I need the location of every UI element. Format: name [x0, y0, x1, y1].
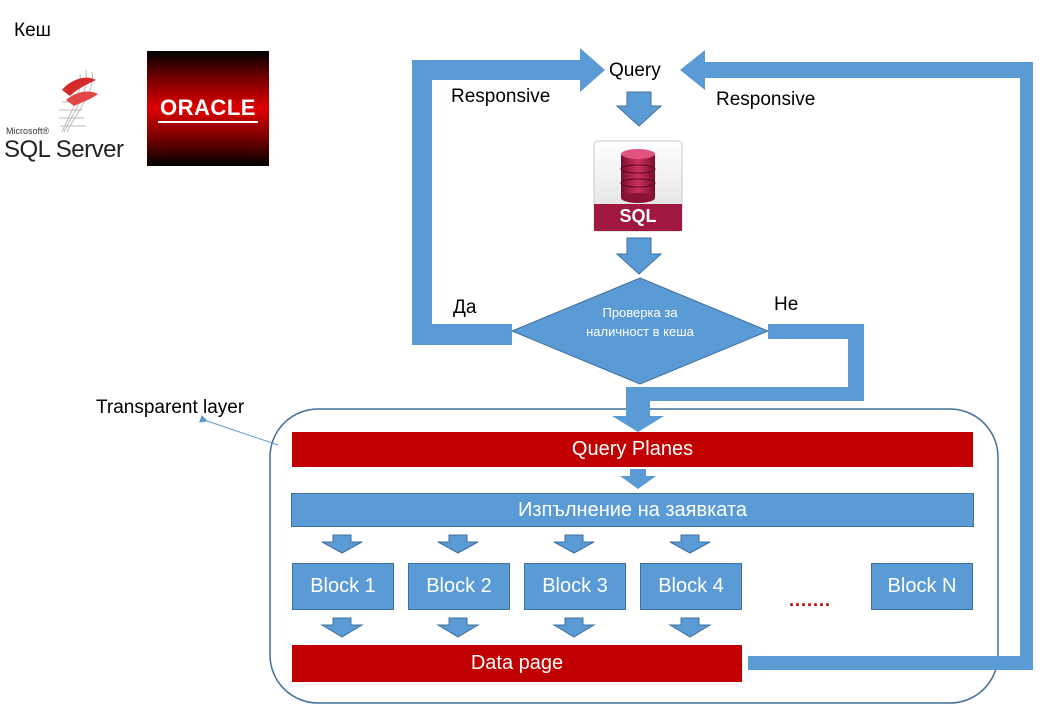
transparent-layer-label: Transparent layer [96, 397, 245, 418]
block-2: Block 2 [408, 563, 510, 610]
sql-server-logo: Microsoft® SQL Server [4, 60, 134, 170]
query-label: Query [609, 60, 661, 81]
sql-database-icon: SQL [593, 140, 685, 233]
cache-label: Кеш [14, 20, 51, 41]
cache-check-text: Проверка за наличност в кеша [586, 305, 694, 339]
sql-server-logo-text: SQL Server [4, 136, 124, 163]
block2-to-data-arrow [436, 617, 480, 638]
responsive-left-label: Responsive [451, 86, 551, 107]
oracle-logo-underline [158, 121, 258, 123]
block-3: Block 3 [524, 563, 626, 610]
block-1: Block 1 [292, 563, 394, 610]
no-path-arrow [612, 324, 864, 432]
oracle-logo: ORACLE [147, 51, 269, 166]
oracle-logo-text: ORACLE [160, 95, 256, 120]
transparent-layer-pointer [199, 414, 279, 446]
yes-loop-arrow [412, 48, 605, 345]
query-down-arrow [615, 91, 663, 127]
block-n: Block N [871, 563, 973, 610]
sql-server-logo-icon [59, 69, 98, 133]
data-page-bar: Data page [292, 645, 742, 682]
yes-label: Да [453, 297, 477, 318]
sql-down-arrow [615, 237, 663, 275]
block4-to-data-arrow [668, 617, 712, 638]
query-planes-bar: Query Planes [292, 432, 973, 467]
exec-to-block2-arrow [437, 534, 479, 554]
exec-to-block4-arrow [669, 534, 711, 554]
exec-to-block3-arrow [553, 534, 595, 554]
block3-to-data-arrow [552, 617, 596, 638]
responsive-right-label: Responsive [716, 89, 816, 110]
sql-icon-label: SQL [619, 206, 657, 226]
no-label: Не [774, 294, 799, 315]
execution-bar: Изпълнение на заявката [291, 493, 974, 527]
block1-to-data-arrow [320, 617, 364, 638]
sql-server-logo-small: Microsoft® [6, 126, 50, 136]
exec-to-block1-arrow [321, 534, 363, 554]
block-4: Block 4 [640, 563, 742, 610]
blocks-ellipsis: ....... [789, 590, 832, 610]
cache-check-diamond [510, 277, 770, 385]
planes-down-arrow [620, 469, 656, 489]
